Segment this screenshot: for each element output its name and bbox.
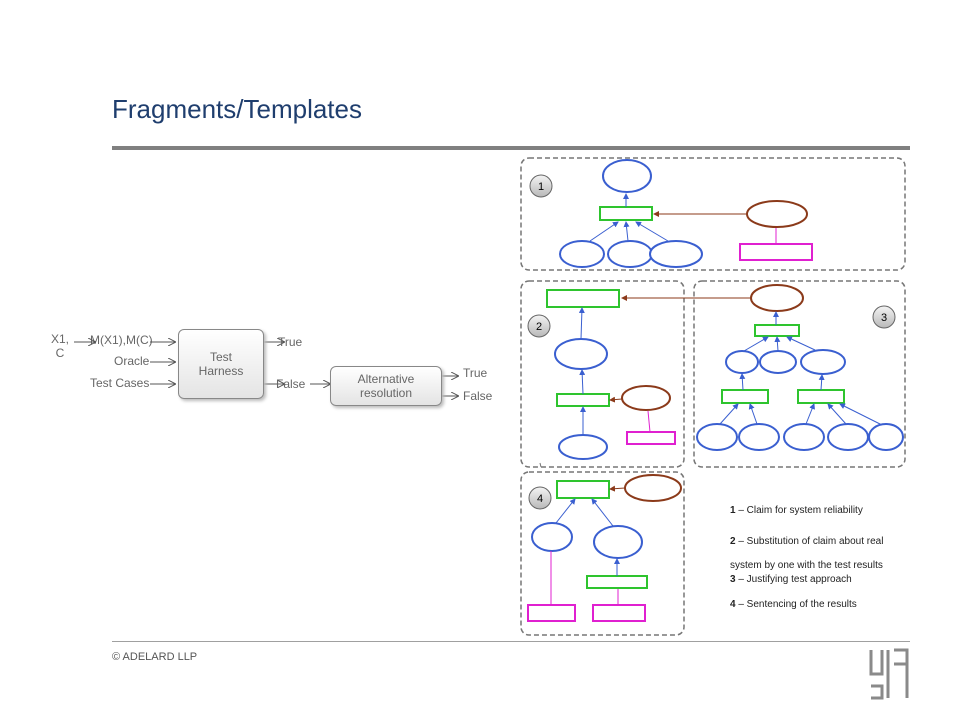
adelard-logo-icon — [869, 648, 909, 700]
test-harness-line2: Harness — [198, 364, 244, 378]
argument-fragments: 1 2 3 — [520, 157, 906, 636]
input-x1-line1: X1, — [50, 332, 69, 346]
panel-4-badge: 4 — [537, 493, 543, 505]
alt-false-label: False — [463, 389, 493, 403]
legend-3-text: – Justifying test approach — [735, 574, 852, 585]
alternative-resolution-box: Alternative resolution — [330, 366, 442, 406]
test-harness-box: Test Harness — [178, 329, 264, 399]
input-oracle-label: Oracle — [114, 354, 150, 368]
panel-3-badge: 3 — [881, 312, 887, 324]
legend-item-2: 2 – Substitution of claim about real sys… — [730, 530, 883, 578]
legend-item-4: 4 – Sentencing of the results — [730, 599, 857, 610]
out-true-label: True — [278, 335, 303, 349]
copyright-text: © ADELARD LLP — [112, 651, 198, 663]
title-rule — [112, 146, 910, 150]
legend-3-num: 3 — [730, 574, 736, 585]
legend-2-text-a: – Substitution of claim about real — [735, 536, 884, 547]
panel-1: 1 — [520, 157, 906, 271]
out-false-label: False — [276, 377, 306, 391]
input-x1-label: X1, C — [50, 332, 70, 360]
legend-item-3: 3 – Justifying test approach — [730, 574, 852, 585]
test-harness-line1: Test — [209, 350, 232, 364]
panel-1-badge: 1 — [538, 181, 544, 193]
legend-4-num: 4 — [730, 599, 736, 610]
alt-true-label: True — [463, 366, 488, 380]
alt-line2: resolution — [359, 386, 413, 400]
input-x1-line2: C — [55, 346, 65, 360]
alt-line1: Alternative — [357, 372, 415, 386]
legend-4-text: – Sentencing of the results — [735, 599, 857, 610]
panel-3: 3 — [621, 280, 906, 468]
legend-1-text: – Claim for system reliability — [735, 505, 863, 516]
footer-rule — [112, 641, 910, 642]
flow-arrows — [74, 0, 500, 420]
legend-1-num: 1 — [730, 505, 736, 516]
page-title: Fragments/Templates — [112, 94, 362, 124]
panel-2: 2 — [520, 280, 685, 468]
panel-4: 4 — [520, 471, 685, 636]
panel-2-badge: 2 — [536, 321, 542, 333]
legend-2-num: 2 — [730, 536, 736, 547]
legend-item-1: 1 – Claim for system reliability — [730, 505, 863, 516]
legend-2-text-b: system by one with the test results — [730, 560, 883, 571]
input-m-label: M(X1),M(C) — [90, 333, 153, 347]
input-test-cases-label: Test Cases — [90, 376, 150, 390]
